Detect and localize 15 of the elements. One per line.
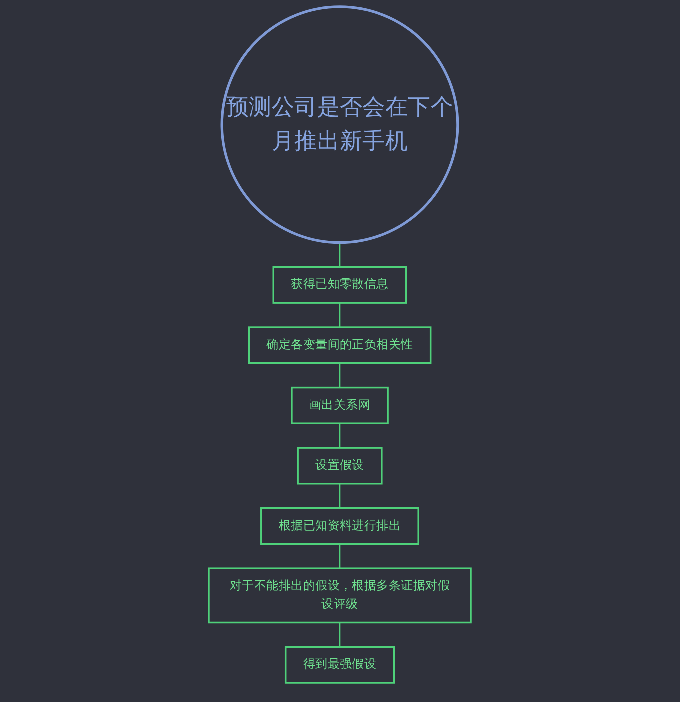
- node-box: 设置假设: [297, 447, 383, 485]
- node-box: 确定各变量间的正负相关性: [248, 326, 432, 364]
- connector: [339, 363, 341, 388]
- node-box: 获得已知零散信息: [272, 266, 408, 304]
- node-box: 根据已知资料进行排出: [260, 507, 420, 546]
- connector: [339, 242, 341, 268]
- connector: [339, 303, 341, 328]
- connector: [339, 484, 341, 508]
- node-box: 画出关系网: [291, 386, 389, 424]
- node-box: 对于不能排出的假设，根据多条证据对假设评级: [208, 568, 472, 624]
- connector: [339, 622, 341, 648]
- node-box: 得到最强假设: [284, 646, 396, 684]
- node-circle: 预测公司是否会在下个月推出新手机: [220, 6, 460, 244]
- connector: [339, 424, 341, 448]
- connector: [339, 544, 341, 569]
